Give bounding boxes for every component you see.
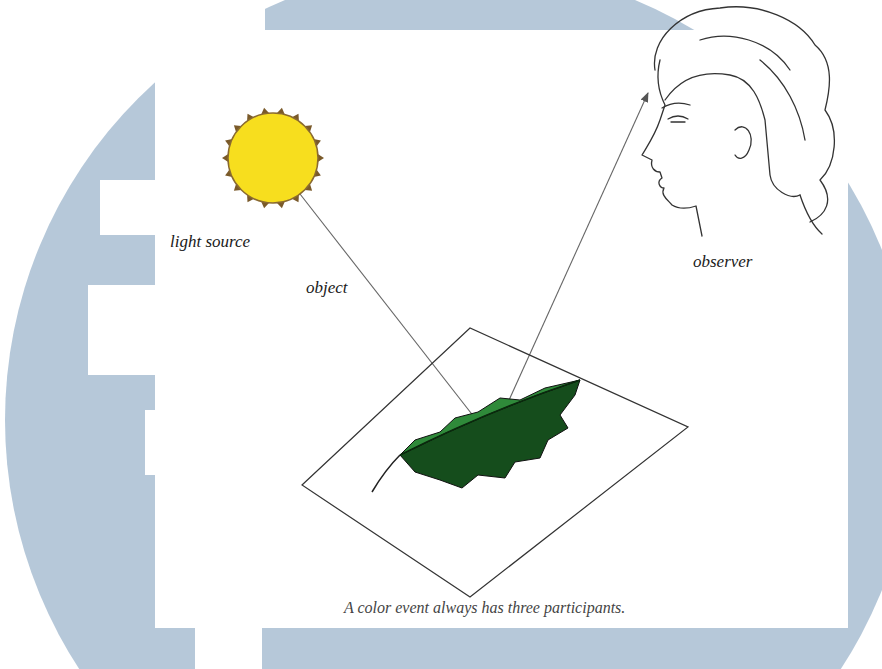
node-label: light source [170, 232, 250, 252]
node-label: object [306, 278, 348, 298]
node-illustration [298, 270, 693, 602]
white-notch [195, 628, 262, 669]
watermark-circle [5, 0, 882, 669]
white-panel [700, 0, 848, 30]
white-notch [88, 285, 155, 375]
white-notch [145, 410, 155, 475]
observer-face: observer [610, 0, 840, 290]
light-ray [300, 194, 478, 422]
white-panel [155, 0, 265, 30]
object-plane: object [298, 270, 693, 602]
sun-light-source: light source [165, 105, 325, 265]
white-panel [155, 30, 848, 628]
reflected-ray-arrow [500, 93, 648, 420]
white-notch [100, 180, 155, 235]
figure-caption: A color event always has three participa… [344, 598, 625, 617]
node-illustration [610, 0, 840, 290]
node-label: observer [693, 252, 752, 272]
